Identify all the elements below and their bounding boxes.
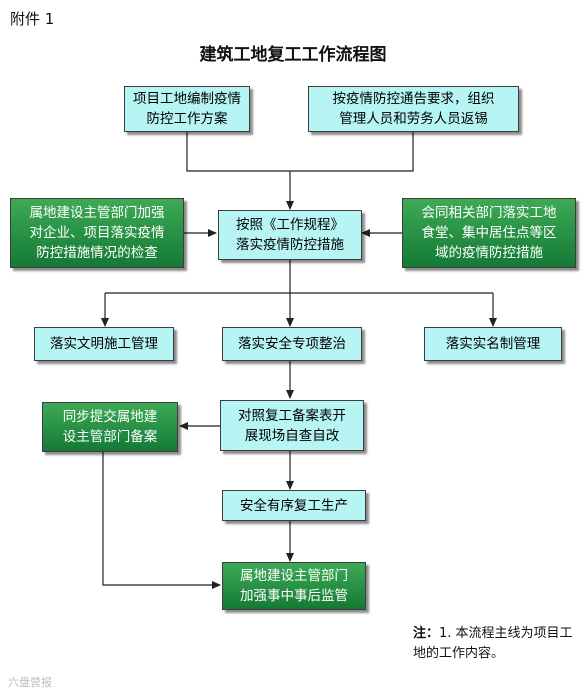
footnote-label: 注： xyxy=(413,626,440,641)
footnote: 注：1. 本流程主线为项目工地的工作内容。 xyxy=(413,624,578,664)
node-return: 按疫情防控通告要求，组织 管理人员和劳务人员返锡 xyxy=(308,86,519,132)
page-title: 建筑工地复工工作流程图 xyxy=(199,45,387,65)
watermark: 六盘营报 xyxy=(8,676,52,689)
node-safety: 落实安全专项整治 xyxy=(222,327,362,361)
node-civilized: 落实文明施工管理 xyxy=(34,327,174,361)
node-coordinate: 会同相关部门落实工地 食堂、集中居住点等区 域的疫情防控措施 xyxy=(402,198,576,268)
attachment-label: 附件 1 xyxy=(10,10,55,28)
connector-return xyxy=(290,132,414,172)
node-filing: 同步提交属地建 设主管部门备案 xyxy=(42,402,178,452)
connector-filing-supervise xyxy=(102,452,221,589)
node-inspect: 属地建设主管部门加强 对企业、项目落实疫情 防控措施情况的检查 xyxy=(10,198,184,268)
node-selfcheck: 对照复工备案表开 展现场自查自改 xyxy=(220,400,364,451)
node-resume: 安全有序复工生产 xyxy=(222,490,366,521)
connector-plan xyxy=(186,132,290,172)
node-rules: 按照《工作规程》 落实疫情防控措施 xyxy=(218,210,362,260)
footnote-text: 1. 本流程主线为项目工地的工作内容。 xyxy=(413,626,573,661)
node-realname: 落实实名制管理 xyxy=(424,327,562,361)
node-plan: 项目工地编制疫情 防控工作方案 xyxy=(124,86,250,132)
node-supervise: 属地建设主管部门 加强事中事后监管 xyxy=(222,562,366,610)
